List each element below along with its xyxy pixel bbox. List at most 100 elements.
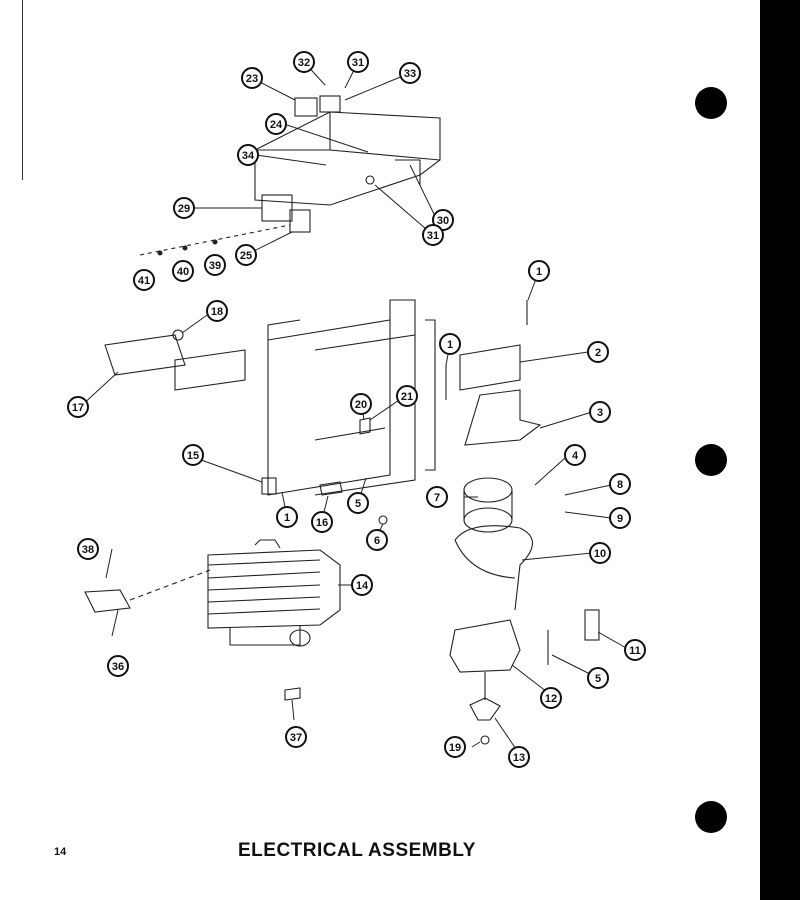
callout-10: 10 (589, 542, 611, 564)
svg-text:13: 13 (513, 752, 525, 764)
callout-30: 30 (432, 209, 454, 231)
callout-3: 3 (589, 401, 611, 423)
svg-text:10: 10 (594, 548, 606, 560)
svg-text:1: 1 (447, 339, 453, 351)
callout-1-top: 1 (528, 260, 550, 282)
callout-5-mid: 5 (347, 492, 369, 514)
callout-13: 13 (508, 746, 530, 768)
callout-39: 39 (204, 254, 226, 276)
svg-text:20: 20 (355, 399, 367, 411)
svg-text:33: 33 (404, 68, 416, 80)
fan-motor (449, 619, 521, 745)
callout-23: 23 (241, 67, 263, 89)
callout-18: 18 (206, 300, 228, 322)
svg-text:36: 36 (112, 661, 124, 673)
callout-16: 16 (311, 511, 333, 533)
svg-text:31: 31 (352, 57, 364, 69)
svg-text:6: 6 (374, 535, 380, 547)
svg-text:30: 30 (437, 215, 449, 227)
callout-25: 25 (235, 244, 257, 266)
svg-text:38: 38 (82, 544, 94, 556)
svg-text:40: 40 (177, 266, 189, 278)
svg-text:29: 29 (178, 203, 190, 215)
switch-part (284, 687, 301, 701)
callout-40: 40 (172, 260, 194, 282)
callout-29: 29 (173, 197, 195, 219)
callout-11: 11 (624, 639, 646, 661)
callout-34: 33 (399, 62, 421, 84)
callout-8: 8 (609, 473, 631, 495)
callout-37: 37 (285, 726, 307, 748)
callout-1-low: 1 (276, 506, 298, 528)
svg-text:16: 16 (316, 517, 328, 529)
coil-component (463, 477, 513, 533)
svg-text:18: 18 (211, 306, 223, 318)
svg-text:2: 2 (595, 347, 601, 359)
page-number: 14 (54, 846, 67, 858)
clip-part (261, 477, 277, 495)
callout-24: 24 (265, 113, 287, 135)
callout-5-low: 5 (587, 667, 609, 689)
callout-21: 21 (396, 385, 418, 407)
svg-text:14: 14 (356, 580, 369, 592)
callout-38: 38 (77, 538, 99, 560)
left-bracket (104, 329, 246, 391)
callout-2: 2 (587, 341, 609, 363)
svg-text:15: 15 (187, 450, 199, 462)
callout-19: 19 (444, 736, 466, 758)
top-bracket-assembly (139, 95, 441, 256)
svg-text:8: 8 (617, 479, 623, 491)
svg-text:31: 31 (427, 230, 439, 242)
nut-part (378, 515, 388, 525)
svg-text:17: 17 (72, 402, 84, 414)
svg-text:34: 34 (242, 150, 255, 162)
callout-17: 17 (67, 396, 89, 418)
magnetron (207, 539, 341, 647)
callout-7: 7 (426, 486, 448, 508)
svg-text:5: 5 (355, 498, 361, 510)
binding-edge (760, 0, 800, 900)
callout-15: 15 (182, 444, 204, 466)
connector-part (584, 609, 600, 641)
callout-33: 32 (293, 51, 315, 73)
callout-1-mid: 1 (439, 333, 461, 355)
fan-shroud (454, 525, 534, 611)
callout-36: 36 (107, 655, 129, 677)
svg-text:23: 23 (246, 73, 258, 85)
svg-text:11: 11 (629, 645, 641, 657)
chassis-panels (267, 299, 436, 496)
margin-rule (22, 0, 23, 180)
part-callouts: 23 32 31 33 24 34 29 30 31 25 39 40 41 1… (67, 51, 646, 768)
callout-32: 31 (347, 51, 369, 73)
svg-text:7: 7 (434, 492, 440, 504)
svg-text:21: 21 (401, 391, 413, 403)
svg-text:4: 4 (572, 450, 579, 462)
svg-text:25: 25 (240, 250, 252, 262)
svg-text:19: 19 (449, 742, 461, 754)
callout-35: 34 (237, 144, 259, 166)
callout-12: 12 (540, 687, 562, 709)
svg-text:5: 5 (595, 673, 601, 685)
svg-text:41: 41 (138, 275, 150, 287)
callout-20: 20 (350, 393, 372, 415)
svg-text:39: 39 (209, 260, 221, 272)
callout-6: 6 (366, 529, 388, 551)
svg-text:32: 32 (298, 57, 310, 69)
block-part (319, 481, 343, 496)
right-upper-brackets (445, 300, 542, 446)
svg-text:9: 9 (617, 513, 623, 525)
binder-holes (695, 87, 727, 833)
callout-9: 9 (609, 507, 631, 529)
callout-4: 4 (564, 444, 586, 466)
svg-text:24: 24 (270, 119, 283, 131)
mounting-plate (84, 569, 211, 613)
svg-text:1: 1 (284, 512, 290, 524)
page-title: ELECTRICAL ASSEMBLY (238, 840, 476, 861)
callout-14: 14 (351, 574, 373, 596)
svg-text:37: 37 (290, 732, 302, 744)
callout-41: 41 (133, 269, 155, 291)
svg-text:12: 12 (545, 693, 557, 705)
svg-text:1: 1 (536, 266, 542, 278)
callout-31: 31 (422, 224, 444, 246)
